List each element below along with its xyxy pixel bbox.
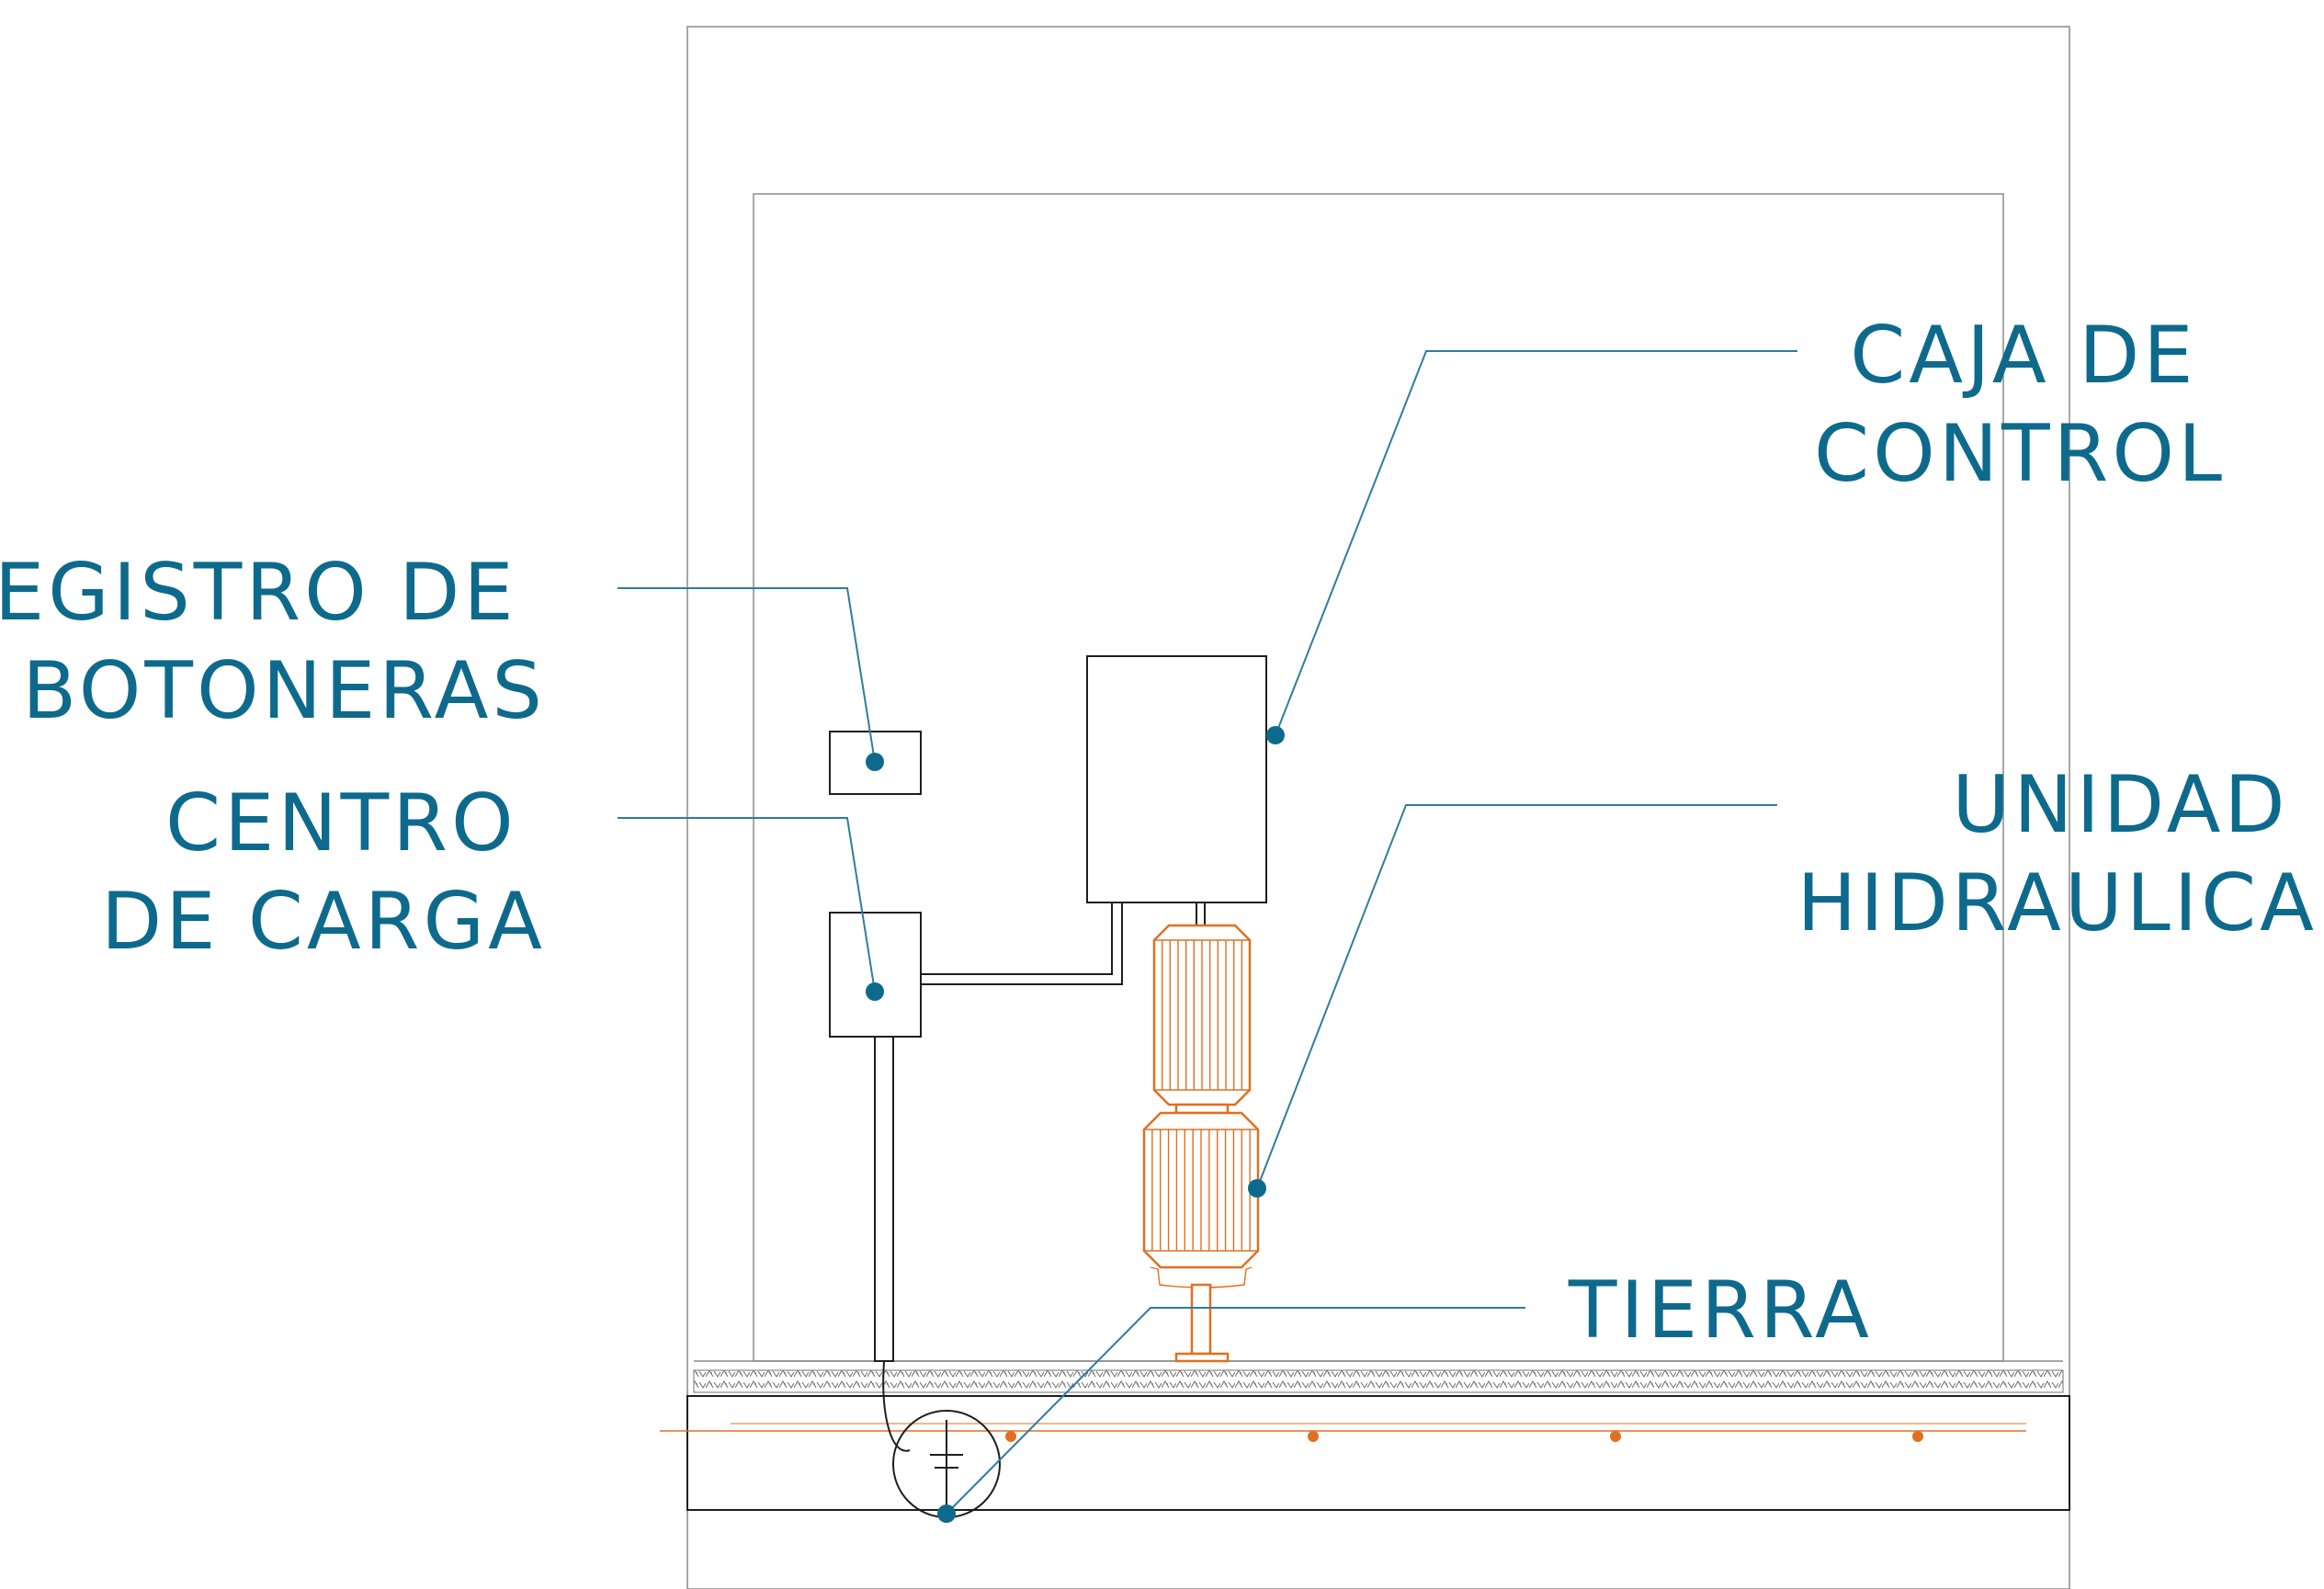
floor-slab bbox=[660, 1360, 2070, 1511]
conduit-load-to-control bbox=[921, 902, 1123, 985]
control-box bbox=[1086, 655, 1267, 903]
leaders bbox=[618, 350, 1797, 1515]
label-caja-control-line1: CAJA DE bbox=[1850, 310, 2196, 402]
leader-caja-control bbox=[1275, 350, 1797, 736]
label-centro-carga-line2: DE CARGA bbox=[101, 876, 546, 968]
ground-wire bbox=[882, 1360, 911, 1452]
label-centro-carga: CENTRO DE CARGA bbox=[101, 777, 546, 968]
hydraulic-unit bbox=[1142, 924, 1260, 1363]
leader-centro-carga bbox=[618, 817, 876, 993]
label-caja-control: CAJA DE CONTROL bbox=[1814, 310, 2226, 500]
outer-wall bbox=[686, 26, 2070, 1589]
label-registro-botoneras-line2: BOTONERAS bbox=[22, 645, 546, 737]
label-caja-control-line2: CONTROL bbox=[1814, 408, 2226, 500]
motor-coupling bbox=[1174, 1103, 1230, 1115]
conduits bbox=[874, 902, 1206, 1452]
label-unidad-hidraulica: UNIDAD HIDRAULICA bbox=[1797, 759, 2318, 949]
leader-tierra bbox=[946, 1307, 1525, 1515]
motor-foot bbox=[1174, 1352, 1230, 1363]
dot-registro-botoneras bbox=[866, 753, 884, 771]
dot-unidad-hidraulica bbox=[1248, 1179, 1266, 1197]
dot-centro-carga bbox=[866, 982, 884, 1001]
leader-unidad-hidraulica bbox=[1256, 804, 1777, 1189]
label-unidad-hidraulica-line1: UNIDAD bbox=[1952, 759, 2288, 851]
conduit-load-to-ground bbox=[874, 1037, 894, 1362]
inner-room bbox=[753, 193, 2004, 1362]
label-centro-carga-line1: CENTRO bbox=[165, 777, 517, 869]
label-tierra: TIERRA bbox=[1568, 1265, 1873, 1356]
leader-registro-botoneras bbox=[618, 587, 876, 763]
load-center-box bbox=[829, 912, 922, 1038]
motor-stand bbox=[1190, 1283, 1212, 1356]
conduit-control-to-motor bbox=[1196, 902, 1206, 925]
dot-tierra bbox=[937, 1504, 956, 1523]
label-registro-botoneras-line1: REGISTRO DE bbox=[0, 547, 517, 639]
leader-dots bbox=[866, 726, 1285, 1523]
label-registro-botoneras: REGISTRO DE BOTONERAS bbox=[0, 547, 546, 737]
labels: CAJA DE CONTROL REGISTRO DE BOTONERAS CE… bbox=[0, 310, 2318, 1356]
gravel-layer bbox=[693, 1369, 2064, 1393]
dot-caja-control bbox=[1266, 726, 1285, 744]
rebar-dots bbox=[1005, 1431, 1923, 1442]
label-tierra-line1: TIERRA bbox=[1568, 1265, 1873, 1356]
concrete-slab bbox=[686, 1395, 2070, 1511]
label-unidad-hidraulica-line2: HIDRAULICA bbox=[1797, 857, 2318, 949]
